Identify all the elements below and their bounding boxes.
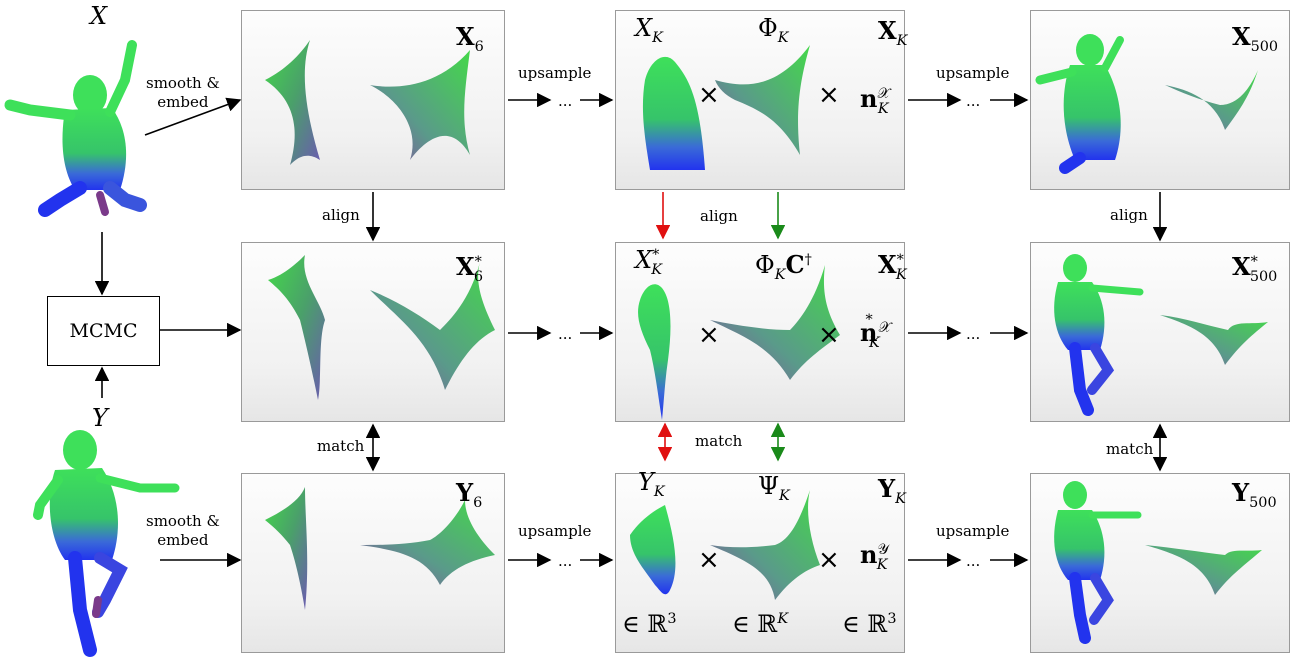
xks-times-2: × xyxy=(818,320,840,350)
label-shape-x: X xyxy=(90,2,108,30)
mcmc-box: MCMC xyxy=(47,296,160,366)
dots-6: ... xyxy=(966,552,981,570)
yk-times-2: × xyxy=(818,545,840,575)
xk-title: XK xyxy=(878,16,908,49)
label-shape-y: Y xyxy=(92,404,108,432)
xk-basis-label: ΦK xyxy=(758,14,789,46)
title-y500: Y500 xyxy=(1232,478,1277,511)
mcmc-label: MCMC xyxy=(69,320,138,342)
dots-1: ... xyxy=(558,92,573,110)
shape-xk xyxy=(642,45,810,170)
title-x6-star: X*6 xyxy=(456,252,483,285)
title-x500: X500 xyxy=(1232,22,1279,55)
xk-times-2: × xyxy=(818,80,840,110)
label-upsample-2: upsample xyxy=(936,64,1010,82)
space-r3-shape: ∈ ℝ3 xyxy=(622,610,677,638)
xks-basis-label: ΦKC† xyxy=(755,250,812,283)
xks-shape-label: X*K xyxy=(635,246,663,278)
yk-shape-label: YK xyxy=(638,468,665,500)
shape-y500 xyxy=(1054,481,1262,644)
shape-x500-star xyxy=(1054,254,1268,416)
dots-5: ... xyxy=(966,325,981,343)
xk-times-1: × xyxy=(698,80,720,110)
xks-normal-label: n*𝒳K xyxy=(860,312,892,351)
human-shape-y xyxy=(33,430,180,657)
label-upsample-3: upsample xyxy=(518,522,592,540)
embedding-y6 xyxy=(265,487,495,610)
embedding-x6 xyxy=(265,40,470,165)
xks-times-1: × xyxy=(698,320,720,350)
label-upsample-4: upsample xyxy=(936,522,1010,540)
title-x500-star: X*500 xyxy=(1232,252,1278,285)
yk-basis-label: ΨK xyxy=(758,472,790,504)
label-upsample-1: upsample xyxy=(518,64,592,82)
label-match-1: match xyxy=(317,437,365,455)
space-r3-normal: ∈ ℝ3 xyxy=(842,610,897,638)
yk-times-1: × xyxy=(698,545,720,575)
yk-title: YK xyxy=(878,474,906,507)
xks-title: X*K xyxy=(878,250,907,283)
space-rk-basis: ∈ ℝK xyxy=(732,610,789,638)
xk-shape-label: XK xyxy=(635,14,663,46)
label-match-3: match xyxy=(1106,440,1154,458)
dots-2: ... xyxy=(558,325,573,343)
title-x6: X6 xyxy=(456,22,484,55)
yk-normal-label: n𝒴K xyxy=(860,540,889,573)
shape-xk-star xyxy=(638,265,840,420)
embedding-x6-star xyxy=(268,255,495,400)
label-smooth-embed-bottom: smooth &embed xyxy=(146,512,220,549)
label-align-3: align xyxy=(1110,206,1148,224)
shape-x500 xyxy=(1035,34,1258,174)
arrows xyxy=(94,92,1168,568)
label-align-1: align xyxy=(322,206,360,224)
label-match-2: match xyxy=(695,432,743,450)
label-align-2: align xyxy=(700,207,738,225)
shape-yk xyxy=(630,490,820,600)
xk-normal-label: n𝒳K xyxy=(860,84,890,117)
dots-3: ... xyxy=(558,552,573,570)
human-shape-x xyxy=(4,40,147,217)
title-y6: Y6 xyxy=(456,478,483,511)
dots-4: ... xyxy=(966,92,981,110)
label-smooth-embed-top: smooth &embed xyxy=(146,74,220,111)
